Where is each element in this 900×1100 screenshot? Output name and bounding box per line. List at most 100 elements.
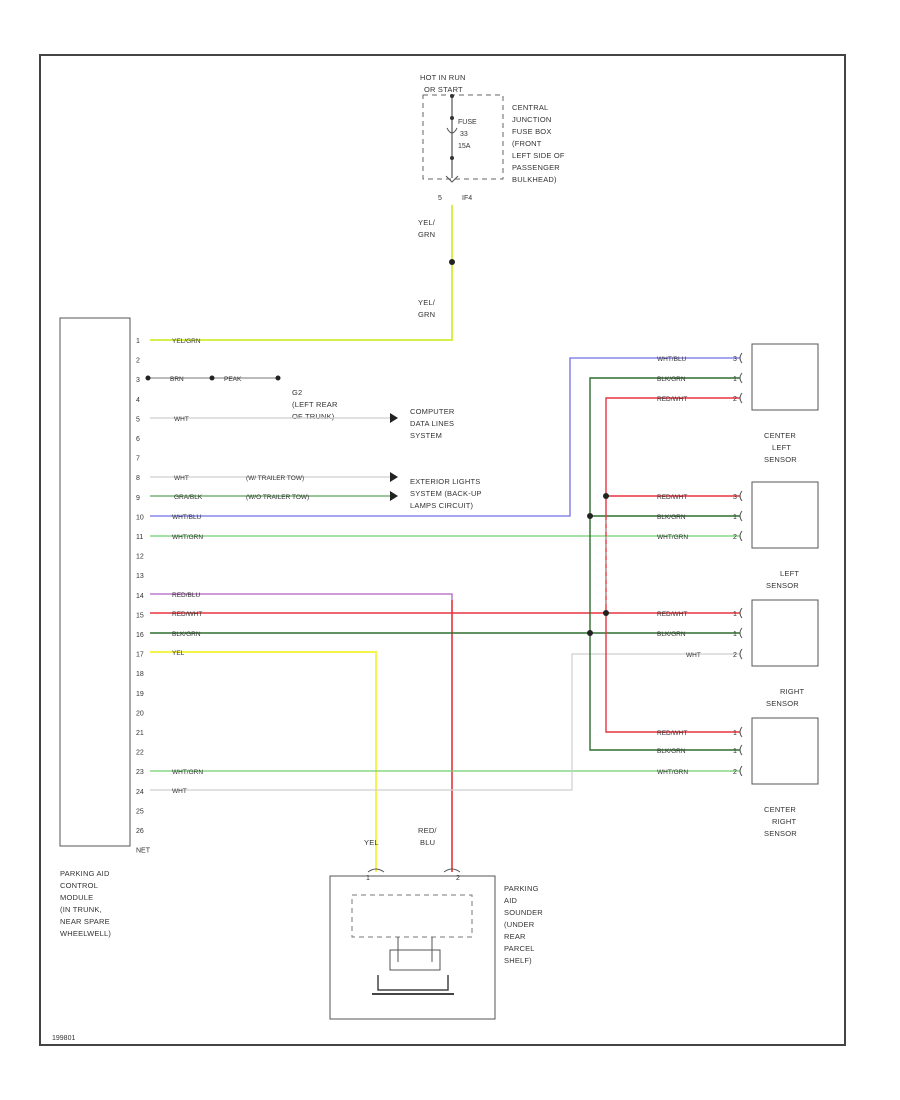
ext-lights-label-2: SYSTEM (BACK-UP bbox=[410, 489, 482, 498]
module-pin-18: 18 bbox=[136, 671, 144, 678]
module-pin-22: 22 bbox=[136, 750, 144, 757]
module-pin-15: 15 bbox=[136, 612, 144, 619]
right-pin2: 1 bbox=[733, 748, 737, 755]
fuse-box-desc-6: PASSENGER bbox=[512, 163, 560, 172]
module-pin-1: 1 bbox=[136, 338, 140, 345]
wire-label-pin1: YEL/GRN bbox=[172, 338, 201, 345]
feed-wire-label-2b: GRN bbox=[418, 310, 435, 319]
right-pin1: 1 bbox=[733, 730, 737, 737]
module-pin-10: 10 bbox=[136, 514, 144, 521]
module-desc-6: WHEELWELL) bbox=[60, 929, 111, 938]
fuse-conn-pin: 5 bbox=[438, 195, 442, 202]
right-wire1-label: RED/WHT bbox=[657, 730, 687, 737]
cl-wire2-label: BLK/GRN bbox=[657, 376, 686, 383]
sounder-pin-1: 1 bbox=[366, 875, 370, 882]
left-wire3-label: WHT bbox=[686, 652, 701, 659]
exterior-lights-wires: WHT (W/ TRAILER TOW) GRA/BLK (W/O TRAILE… bbox=[150, 472, 482, 510]
feed-wire-label-1b: GRN bbox=[418, 230, 435, 239]
module-pin-7: 7 bbox=[136, 456, 140, 463]
ground-wire-g2: BRN PEAK G2 (LEFT REAR OF TRUNK) bbox=[145, 375, 338, 421]
wire-wht-grn-23-label: WHT/GRN bbox=[172, 769, 203, 776]
sounder-desc-7: SHELF) bbox=[504, 956, 532, 965]
wire-yel-label: YEL bbox=[172, 650, 185, 657]
module-pin-8: 8 bbox=[136, 475, 140, 482]
fuse-box-desc-5: LEFT SIDE OF bbox=[512, 151, 565, 160]
cl-name-3: SENSOR bbox=[764, 455, 797, 464]
sounder-red-label-2: BLU bbox=[420, 838, 435, 847]
module-desc-3: MODULE bbox=[60, 893, 93, 902]
cl-name-1: CENTER bbox=[764, 431, 796, 440]
wire-wht-grn-11-label: WHT/GRN bbox=[172, 534, 203, 541]
left-sensor-name-1: LEFT bbox=[780, 569, 799, 578]
sensor-bus bbox=[587, 377, 740, 751]
ground-id: G2 bbox=[292, 388, 302, 397]
sounder-desc-5: REAR bbox=[504, 932, 526, 941]
yel-grn-feed-wire: YEL/ GRN YEL/ GRN bbox=[150, 205, 455, 341]
cr-name-1: CENTER bbox=[764, 805, 796, 814]
feed-wire-label-1a: YEL/ bbox=[418, 218, 436, 227]
cr-name-3: SENSOR bbox=[764, 829, 797, 838]
ext-wire8-note: (W/ TRAILER TOW) bbox=[246, 475, 304, 482]
left-pin1: 1 bbox=[733, 611, 737, 618]
hot-in-run-label: HOT IN RUN bbox=[420, 73, 466, 82]
cl2-wire3-label: WHT/GRN bbox=[657, 534, 688, 541]
module-pin-5: 5 bbox=[136, 416, 140, 423]
cr-name-2: RIGHT bbox=[772, 817, 797, 826]
left-sensor: LEFT SENSOR RED/WHT BLK/GRN WHT 1 1 2 bbox=[657, 569, 819, 667]
wire-blk-grn: BLK/GRN bbox=[150, 631, 740, 638]
wire-red-wht: RED/WHT bbox=[150, 611, 740, 618]
cl-wire3-label: RED/WHT bbox=[657, 396, 687, 403]
wire-wht-blu: WHT/BLU bbox=[150, 357, 740, 521]
module-desc-5: NEAR SPARE bbox=[60, 917, 110, 926]
right-pin3: 2 bbox=[733, 769, 737, 776]
cl-pin1: 3 bbox=[733, 356, 737, 363]
ext-lights-label-1: EXTERIOR LIGHTS bbox=[410, 477, 481, 486]
cl2-wire1-label: RED/WHT bbox=[657, 494, 687, 501]
wire-blk-grn-label: BLK/GRN bbox=[172, 631, 201, 638]
sounder-desc-1: PARKING bbox=[504, 884, 539, 893]
module-pin-11: 11 bbox=[136, 534, 143, 541]
module-desc-4: (IN TRUNK, bbox=[60, 905, 102, 914]
sounder-desc-4: (UNDER bbox=[504, 920, 535, 929]
feed-wire-label-2a: YEL/ bbox=[418, 298, 436, 307]
left-pin2: 1 bbox=[733, 631, 737, 638]
fuse-box-desc-3: FUSE BOX bbox=[512, 127, 552, 136]
central-junction-fuse-box: HOT IN RUN OR START FUSE 33 15A 5 IF4 CE… bbox=[420, 73, 565, 202]
fuse-label: FUSE bbox=[458, 119, 477, 126]
wire-wht-24-label: WHT bbox=[172, 788, 187, 795]
ground-wire-label-b: PEAK bbox=[224, 376, 242, 383]
fuse-box-desc-7: BULKHEAD) bbox=[512, 175, 557, 184]
left-sensor-name-2: SENSOR bbox=[766, 581, 799, 590]
cl2-pin1: 3 bbox=[733, 494, 737, 501]
module-pin-12: 12 bbox=[136, 554, 144, 561]
wire-wht-blu-label: WHT/BLU bbox=[172, 514, 202, 521]
parking-aid-control-module: 1234567891011121314151617181920212223242… bbox=[59, 317, 151, 938]
module-pin-27: NET bbox=[136, 848, 151, 855]
right-wire3-label: WHT/GRN bbox=[657, 769, 688, 776]
module-pin-4: 4 bbox=[136, 397, 140, 404]
ext-wire9-label: GRA/BLK bbox=[174, 494, 203, 501]
computer-label-3: SYSTEM bbox=[410, 431, 442, 440]
wire-wht-grn-23: WHT/GRN bbox=[150, 769, 740, 776]
diagram-code: 199801 bbox=[52, 1035, 75, 1042]
ground-desc-2: OF TRUNK) bbox=[292, 412, 335, 421]
module-pin-9: 9 bbox=[136, 495, 140, 502]
module-pin-6: 6 bbox=[136, 436, 140, 443]
cl-pin3: 2 bbox=[733, 396, 737, 403]
module-pin-list: 1234567891011121314151617181920212223242… bbox=[136, 338, 151, 855]
module-pin-2: 2 bbox=[136, 358, 140, 365]
module-pin-24: 24 bbox=[136, 789, 144, 796]
computer-wire-label: WHT bbox=[174, 416, 189, 423]
cl-wire1-label: WHT/BLU bbox=[657, 356, 687, 363]
sounder-desc-2: AID bbox=[504, 896, 517, 905]
ground-desc-1: (LEFT REAR bbox=[292, 400, 338, 409]
ext-lights-label-3: LAMPS CIRCUIT) bbox=[410, 501, 474, 510]
wire-red-wht-label: RED/WHT bbox=[172, 611, 202, 618]
computer-data-wire: WHT COMPUTER DATA LINES SYSTEM bbox=[150, 407, 455, 440]
module-pin-16: 16 bbox=[136, 632, 144, 639]
cl-name-2: LEFT bbox=[772, 443, 791, 452]
fuse-amp: 15A bbox=[458, 143, 471, 150]
cl2-pin3: 2 bbox=[733, 534, 737, 541]
diagram-frame bbox=[39, 54, 846, 1046]
